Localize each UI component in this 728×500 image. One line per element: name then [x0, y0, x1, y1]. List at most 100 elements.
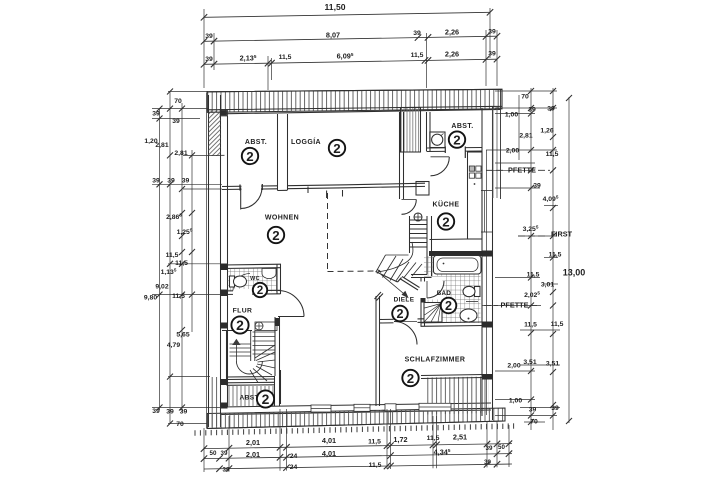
svg-text:KÜCHE: KÜCHE [433, 200, 460, 209]
svg-text:3,51: 3,51 [546, 361, 559, 368]
svg-text:ABST.: ABST. [245, 139, 267, 146]
svg-text:11,5: 11,5 [549, 252, 562, 259]
svg-text:39: 39 [152, 408, 160, 415]
svg-text:39: 39 [182, 178, 190, 185]
svg-text:2: 2 [246, 149, 253, 164]
svg-text:50: 50 [498, 444, 505, 451]
svg-text:11,5: 11,5 [411, 52, 424, 59]
svg-text:11,50: 11,50 [324, 2, 345, 12]
svg-text:2,81: 2,81 [174, 150, 187, 157]
svg-text:11,5: 11,5 [524, 322, 537, 329]
svg-text:50: 50 [210, 450, 217, 457]
svg-text:24: 24 [290, 464, 298, 471]
svg-text:70: 70 [521, 94, 529, 101]
svg-text:3,255: 3,255 [523, 225, 539, 233]
svg-text:2: 2 [333, 141, 340, 156]
svg-text:3,01: 3,01 [541, 282, 554, 289]
svg-text:11,5: 11,5 [527, 272, 540, 279]
svg-text:1,26: 1,26 [540, 128, 553, 135]
svg-text:PFETTE: PFETTE [508, 166, 536, 175]
svg-text:70: 70 [174, 98, 182, 105]
svg-text:39: 39 [180, 409, 188, 416]
svg-text:ABST.: ABST. [239, 395, 260, 402]
svg-text:11,5: 11,5 [172, 293, 185, 300]
svg-text:2,51: 2,51 [453, 433, 467, 442]
svg-text:4,79: 4,79 [167, 342, 180, 349]
svg-text:39: 39 [166, 409, 174, 416]
svg-text:2,00: 2,00 [506, 148, 519, 155]
svg-text:39: 39 [488, 51, 496, 58]
svg-text:2: 2 [407, 371, 414, 386]
svg-text:11,5: 11,5 [551, 321, 564, 328]
svg-text:39: 39 [533, 183, 541, 190]
svg-text:1,20: 1,20 [144, 138, 157, 145]
svg-text:39: 39 [547, 106, 555, 113]
svg-text:2,26: 2,26 [445, 27, 459, 36]
svg-text:FLUR: FLUR [233, 308, 253, 315]
svg-text:39: 39 [486, 445, 493, 452]
svg-text:2: 2 [442, 214, 449, 229]
svg-text:39: 39 [223, 466, 230, 473]
svg-text:2: 2 [236, 317, 244, 333]
svg-text:2,00: 2,00 [507, 363, 520, 370]
svg-text:11,5: 11,5 [427, 435, 440, 442]
svg-text:8,07: 8,07 [326, 31, 340, 40]
svg-text:39: 39 [152, 111, 160, 118]
svg-text:39: 39 [221, 450, 228, 457]
svg-text:1,00: 1,00 [509, 398, 522, 405]
svg-text:11,5: 11,5 [546, 151, 559, 158]
svg-text:39: 39 [529, 407, 537, 414]
svg-text:24: 24 [290, 453, 298, 460]
svg-text:6,095: 6,095 [337, 52, 354, 61]
svg-text:4,345: 4,345 [434, 448, 451, 457]
svg-text:WOHNEN: WOHNEN [265, 215, 299, 222]
svg-text:4,01: 4,01 [322, 449, 336, 458]
svg-text:2: 2 [453, 132, 460, 147]
svg-text:1,255: 1,255 [177, 228, 193, 236]
svg-text:2,01: 2,01 [246, 450, 260, 459]
svg-text:DIELE: DIELE [394, 297, 415, 304]
svg-text:2,025: 2,025 [524, 291, 540, 299]
svg-text:9,80: 9,80 [144, 295, 157, 302]
svg-text:2: 2 [445, 299, 452, 313]
svg-text:11,5: 11,5 [175, 260, 188, 267]
svg-text:39: 39 [528, 107, 536, 114]
svg-text:BAD: BAD [437, 290, 452, 297]
svg-text:39: 39 [484, 459, 491, 466]
svg-text:4,095: 4,095 [543, 195, 559, 203]
svg-text:11,5: 11,5 [369, 462, 382, 469]
svg-text:1,00: 1,00 [505, 112, 518, 119]
svg-text:9,02: 9,02 [155, 284, 168, 291]
svg-text:39: 39 [172, 118, 180, 125]
svg-text:39: 39 [488, 29, 496, 36]
svg-text:2: 2 [257, 284, 264, 297]
svg-text:FIRST: FIRST [551, 230, 573, 239]
svg-text:2,26: 2,26 [445, 50, 459, 59]
svg-text:2: 2 [262, 391, 270, 407]
svg-text:39: 39 [205, 33, 213, 40]
svg-text:2,135: 2,135 [240, 53, 257, 62]
svg-text:39: 39 [551, 405, 559, 412]
svg-text:70: 70 [176, 421, 184, 428]
svg-text:2,865: 2,865 [166, 213, 182, 221]
svg-text:11,5: 11,5 [166, 252, 179, 259]
svg-text:SCHLAFZIMMER: SCHLAFZIMMER [405, 357, 466, 364]
svg-text:3,51: 3,51 [523, 359, 536, 366]
svg-text:5,65: 5,65 [176, 332, 189, 339]
svg-text:LOGGÍA: LOGGÍA [291, 137, 321, 146]
svg-text:11,5: 11,5 [368, 439, 381, 446]
svg-text:2: 2 [272, 228, 279, 243]
svg-text:39: 39 [205, 56, 213, 63]
svg-text:13,00: 13,00 [563, 268, 586, 278]
svg-text:2,81: 2,81 [519, 133, 532, 140]
svg-text:2,81: 2,81 [155, 142, 168, 149]
svg-text:39: 39 [167, 178, 175, 185]
svg-text:39: 39 [413, 30, 421, 37]
svg-text:70: 70 [530, 419, 538, 426]
svg-text:2,01: 2,01 [246, 438, 260, 447]
svg-text:1,72: 1,72 [393, 435, 407, 444]
svg-text:1,135: 1,135 [161, 268, 177, 276]
svg-text:ABST.: ABST. [451, 123, 473, 130]
svg-text:PFETTE: PFETTE [501, 301, 529, 310]
svg-text:WC: WC [250, 276, 260, 282]
